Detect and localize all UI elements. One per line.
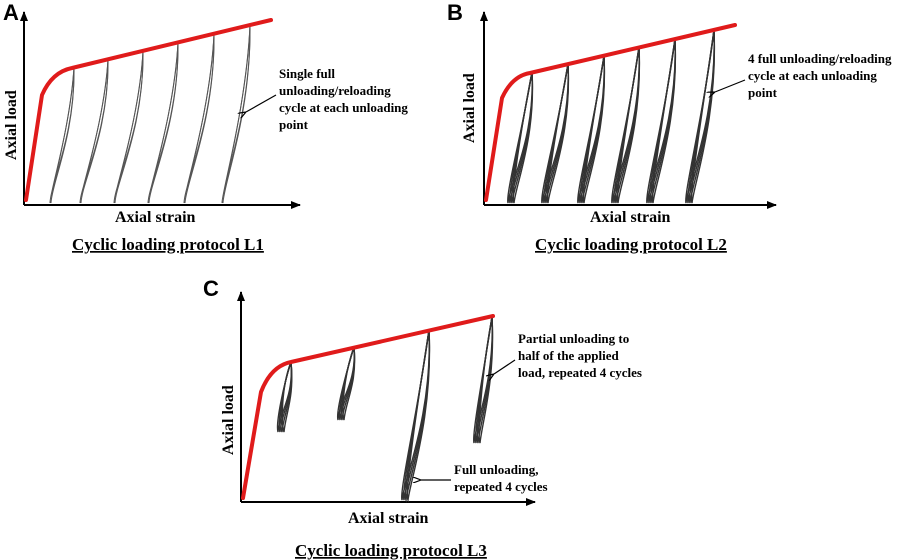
panel-c-loop-1-4 xyxy=(281,361,293,433)
panel-a-x-label: Axial strain xyxy=(115,209,196,226)
panel-a-pointer xyxy=(246,94,277,112)
panel-a-caption: Cyclic loading protocol L1 xyxy=(72,235,264,254)
panel-c-y-label: Axial load xyxy=(220,385,237,455)
panel-a-loop-6-2 xyxy=(222,24,251,204)
panel-a-loop-2-1 xyxy=(79,58,109,204)
panel-c-annotation-bottom: Full unloading, repeated 4 cycles xyxy=(421,462,548,494)
panel-a-loop-2-2 xyxy=(80,58,109,204)
panel-a-note-line3: cycle at each unloading xyxy=(279,100,408,115)
panel-c-note-top-line3: load, repeated 4 cycles xyxy=(518,365,642,380)
panel-b-note-line3: point xyxy=(748,85,778,100)
panel-c-loop-2-4 xyxy=(342,346,356,421)
panel-b-loop-4-4 xyxy=(616,46,641,204)
panel-b-y-label: Axial load xyxy=(461,73,478,143)
panel-c-note-top-line1: Partial unloading to xyxy=(518,331,629,346)
panel-b-envelope xyxy=(484,23,737,202)
panel-a-envelope xyxy=(24,18,273,202)
panel-c-loop-3-4 xyxy=(406,329,431,503)
panel-b-letter: B xyxy=(447,0,463,25)
panel-c-pointer-top xyxy=(494,359,516,374)
panel-a-loop-5-1 xyxy=(183,33,215,204)
panel-b-x-label: Axial strain xyxy=(590,209,671,226)
panel-c-envelope xyxy=(241,314,495,500)
panel-c-loops xyxy=(276,316,494,503)
panel-a-loop-6-1 xyxy=(221,24,251,204)
panel-b-loop-2-4 xyxy=(546,63,570,204)
panel-b-pointer xyxy=(715,79,746,92)
panel-a-loop-1-1 xyxy=(49,66,75,204)
panel-c-caption: Cyclic loading protocol L3 xyxy=(295,541,487,560)
panel-b-loop-6-4 xyxy=(690,29,716,204)
panel-a-loop-3-2 xyxy=(114,50,144,204)
panel-c-loop-4-4 xyxy=(478,316,494,444)
panel-b-loop-3-4 xyxy=(582,55,606,204)
panel-a-note-line4: point xyxy=(279,117,309,132)
panel-b-loop-1-4 xyxy=(512,71,534,204)
panel-b-caption: Cyclic loading protocol L2 xyxy=(535,235,727,254)
panel-a-loop-3-1 xyxy=(113,50,144,204)
panel-a-loop-1-2 xyxy=(50,66,75,204)
panel-a-loop-5-2 xyxy=(184,33,215,204)
panel-b-annotation: 4 full unloading/reloading cycle at each… xyxy=(715,51,892,100)
panel-c-note-bottom-line1: Full unloading, xyxy=(454,462,539,477)
panel-a-note-line1: Single full xyxy=(279,66,335,81)
panel-b-note-line2: cycle at each unloading xyxy=(748,68,877,83)
panel-c-letter: C xyxy=(203,276,219,301)
panel-b-loops xyxy=(507,29,716,204)
panel-c: C Axial load Axial strain Partial unload… xyxy=(203,276,642,560)
panel-b-loop-5-4 xyxy=(651,38,677,204)
panel-a-letter: A xyxy=(3,0,19,25)
panel-a: A Axial load Axial strain Single full un… xyxy=(3,0,408,254)
panel-a-loop-4-1 xyxy=(147,41,179,204)
panel-c-note-top-line2: half of the applied xyxy=(518,348,620,363)
panel-a-y-label: Axial load xyxy=(3,90,20,160)
panel-a-loops xyxy=(49,24,251,204)
panel-c-annotation-top: Partial unloading to half of the applied… xyxy=(494,331,642,380)
panel-a-loop-4-2 xyxy=(148,41,179,204)
panel-a-note-line2: unloading/reloading xyxy=(279,83,391,98)
panel-c-note-bottom-line2: repeated 4 cycles xyxy=(454,479,548,494)
panel-b-note-line1: 4 full unloading/reloading xyxy=(748,51,892,66)
panel-a-annotation: Single full unloading/reloading cycle at… xyxy=(246,66,408,132)
panel-b: B Axial load Axial strain 4 full unloadi… xyxy=(447,0,892,254)
panel-c-x-label: Axial strain xyxy=(348,510,429,527)
